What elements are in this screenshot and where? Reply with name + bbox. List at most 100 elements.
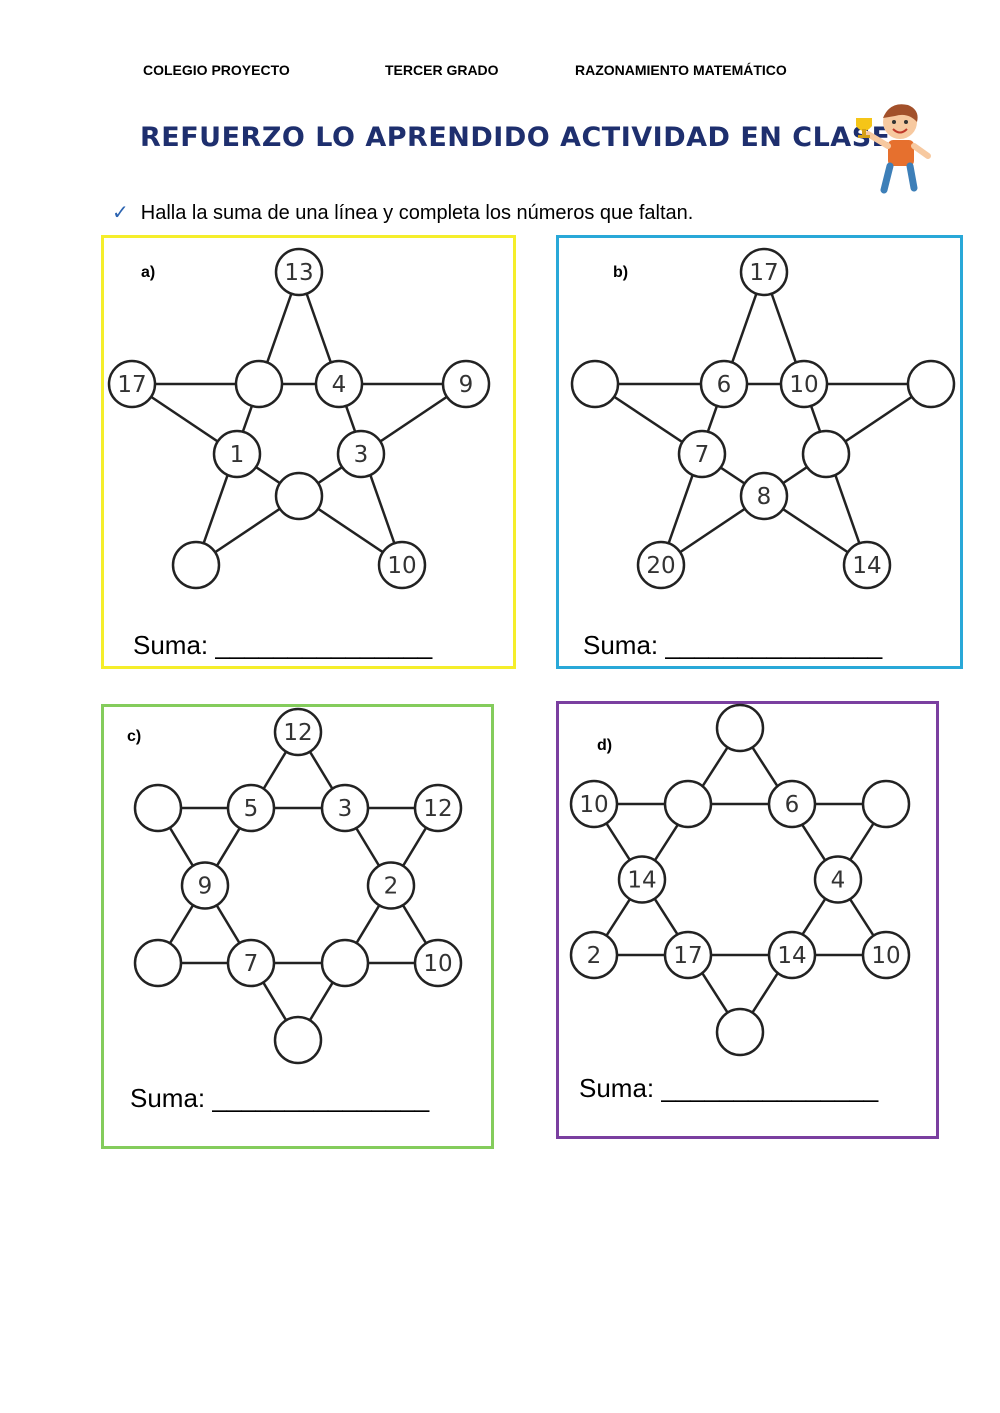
puzzle-b-node-top: 17: [739, 247, 789, 297]
puzzle-b-line-right-to-bottom-left: [660, 382, 932, 567]
puzzle-a-label: a): [141, 264, 156, 281]
puzzle-b-node-left[interactable]: [570, 359, 620, 409]
sum-answer-d[interactable]: Suma: _______________: [579, 1073, 879, 1103]
puzzle-c-line-top-to-bottom-left: [156, 731, 300, 964]
puzzle-c-node-hex-left: 9: [180, 861, 230, 910]
puzzle-b-line-top-to-bottom-right: [762, 271, 869, 566]
puzzle-a-line-top-to-bottom-left: [194, 271, 301, 566]
puzzle-d-node-top[interactable]: [715, 703, 765, 753]
puzzle-c-node-hex-bottom-left: 7: [226, 938, 276, 988]
puzzle-a-node-inner-right: 3: [336, 429, 386, 479]
puzzle-a-box: [101, 235, 516, 669]
svg-text:14: 14: [852, 553, 881, 579]
checkmark-icon: ✓: [112, 202, 129, 224]
puzzle-a-node-bottom-right: 10: [377, 540, 427, 590]
svg-text:7: 7: [695, 442, 710, 468]
svg-text:6: 6: [785, 792, 800, 818]
svg-text:10: 10: [871, 943, 900, 969]
puzzle-a-node-top: 13: [274, 247, 324, 297]
puzzle-c-label: c): [127, 728, 142, 745]
puzzle-d-line-top-to-bottom-right: [738, 727, 888, 956]
svg-text:4: 4: [831, 868, 846, 894]
puzzle-a-line-top-to-bottom-right: [297, 271, 404, 566]
puzzle-a-node-inner-left: 1: [212, 429, 262, 479]
puzzle-b-node-inner-right[interactable]: [801, 429, 851, 479]
puzzle-d-node-bottom-right: 10: [861, 930, 911, 980]
puzzle-b-node-inner-top-right: 10: [779, 359, 829, 409]
puzzle-c-node-bottom-left[interactable]: [133, 938, 183, 988]
puzzle-d-node-hex-bottom-left: 17: [663, 930, 713, 980]
puzzle-c-line-bottom-to-top-right: [296, 807, 440, 1041]
svg-text:7: 7: [244, 951, 259, 977]
svg-text:10: 10: [387, 553, 416, 579]
svg-text:17: 17: [749, 260, 778, 286]
puzzle-d-node-hex-left: 14: [617, 855, 667, 904]
svg-text:3: 3: [354, 442, 369, 468]
puzzle-a-node-inner-bottom[interactable]: [274, 471, 324, 521]
puzzle-d-node-bottom-left: 2: [569, 930, 619, 980]
puzzle-c-node-bottom[interactable]: [273, 1015, 323, 1065]
sum-answer-a[interactable]: Suma: _______________: [133, 630, 433, 660]
puzzle-c-node-bottom-right: 10: [413, 938, 463, 988]
puzzle-c-node-top: 12: [273, 707, 323, 757]
svg-text:2: 2: [587, 943, 602, 969]
puzzle-c-node-top-right: 12: [413, 783, 463, 833]
puzzle-a-node-inner-top-right: 4: [314, 359, 364, 409]
subject-label: RAZONAMIENTO MATEMÁTICO: [575, 62, 787, 78]
svg-text:17: 17: [673, 943, 702, 969]
puzzle-b-node-inner-bottom: 8: [739, 471, 789, 521]
svg-text:12: 12: [423, 796, 452, 822]
puzzle-c-node-hex-top-left: 5: [226, 783, 276, 833]
puzzle-b-box: [556, 235, 963, 669]
puzzle-a-line-right-to-bottom-left: [195, 382, 467, 567]
svg-text:1: 1: [230, 442, 245, 468]
grade-label: TERCER GRADO: [385, 62, 499, 78]
puzzle-d-node-hex-right: 4: [813, 855, 863, 904]
puzzle-a-node-right: 9: [441, 359, 491, 409]
puzzle-c-line-bottom-to-top-left: [156, 807, 300, 1041]
svg-text:20: 20: [646, 553, 675, 579]
puzzle-d-box: [556, 701, 939, 1139]
puzzle-d-label: d): [597, 737, 613, 754]
svg-text:12: 12: [283, 720, 312, 746]
svg-text:10: 10: [789, 372, 818, 398]
svg-text:10: 10: [423, 951, 452, 977]
puzzle-d-node-top-right[interactable]: [861, 779, 911, 829]
svg-text:9: 9: [198, 874, 213, 900]
sum-answer-b[interactable]: Suma: _______________: [583, 630, 883, 660]
puzzle-a-node-inner-top-left[interactable]: [234, 359, 284, 409]
svg-text:9: 9: [459, 372, 474, 398]
puzzle-d-node-bottom[interactable]: [715, 1007, 765, 1057]
svg-text:2: 2: [384, 874, 399, 900]
svg-text:4: 4: [332, 372, 347, 398]
kid-with-trophy-illustration: [856, 104, 931, 194]
sum-answer-c[interactable]: Suma: _______________: [130, 1083, 430, 1113]
puzzle-b-node-inner-left: 7: [677, 429, 727, 479]
puzzle-c-box: [101, 704, 494, 1149]
page-title: REFUERZO LO APRENDIDO ACTIVIDAD EN CLASE: [140, 122, 891, 153]
puzzle-d-line-top-to-bottom-left: [592, 727, 742, 956]
puzzle-c-node-hex-bottom-right[interactable]: [320, 938, 370, 988]
puzzle-c-node-top-left[interactable]: [133, 783, 183, 833]
svg-text:10: 10: [579, 792, 608, 818]
puzzle-b-node-right[interactable]: [906, 359, 956, 409]
puzzle-b-label: b): [613, 264, 629, 281]
puzzle-b-node-bottom-right: 14: [842, 540, 892, 590]
svg-text:14: 14: [627, 868, 656, 894]
puzzle-d-node-hex-bottom-right: 14: [767, 930, 817, 980]
puzzle-b-line-top-to-bottom-left: [659, 271, 766, 566]
puzzle-d-node-hex-top-left[interactable]: [663, 779, 713, 829]
svg-text:8: 8: [757, 484, 772, 510]
puzzle-a-line-left-to-bottom-right: [131, 382, 403, 567]
puzzle-d-node-top-left: 10: [569, 779, 619, 829]
puzzle-a-node-bottom-left[interactable]: [171, 540, 221, 590]
puzzle-d-node-hex-top-right: 6: [767, 779, 817, 829]
svg-text:5: 5: [244, 796, 259, 822]
puzzle-d-line-bottom-to-top-right: [738, 803, 888, 1033]
puzzle-c-node-hex-right: 2: [366, 861, 416, 910]
puzzle-c-node-hex-top-right: 3: [320, 783, 370, 833]
puzzle-a-node-left: 17: [107, 359, 157, 409]
puzzle-c-line-top-to-bottom-right: [296, 731, 440, 964]
svg-text:14: 14: [777, 943, 806, 969]
